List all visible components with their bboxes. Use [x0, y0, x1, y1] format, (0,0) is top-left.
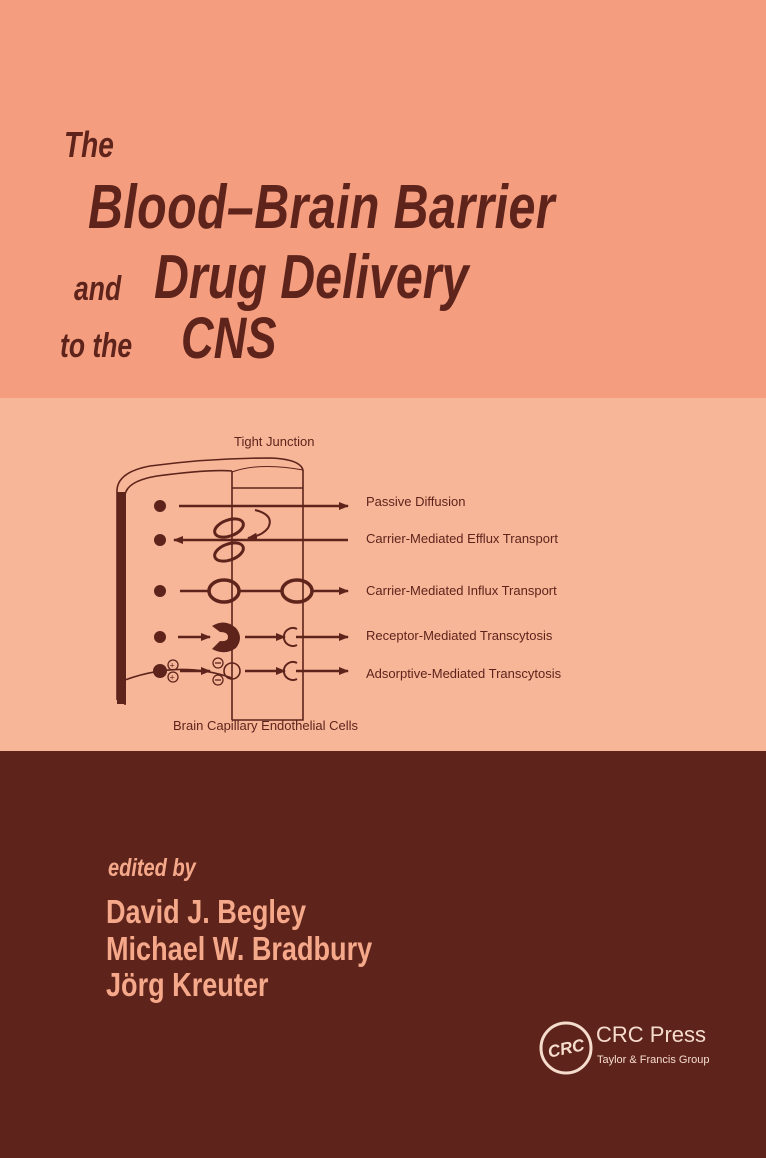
editor-name: Michael W. Bradbury: [106, 930, 373, 967]
mechanism-label: Carrier-Mediated Influx Transport: [366, 583, 557, 598]
title-line-the: The: [64, 124, 114, 165]
svg-text:CRC: CRC: [546, 1035, 587, 1061]
title-line-blood-brain-barrier: Blood–Brain Barrier: [88, 173, 555, 242]
endothelial-cells-label: Brain Capillary Endothelial Cells: [173, 718, 358, 733]
svg-text:+: +: [170, 661, 175, 671]
diagram-band: [0, 398, 766, 751]
publisher-group: Taylor & Francis Group: [597, 1054, 710, 1066]
title-word-to-the: to the: [60, 327, 133, 365]
svg-text:+: +: [170, 673, 175, 683]
edited-by-label: edited by: [108, 854, 196, 882]
crc-logo-icon: CRC: [538, 1020, 594, 1081]
title-line-drug-delivery: Drug Delivery: [154, 243, 469, 312]
tight-junction-label: Tight Junction: [234, 434, 315, 449]
publisher-name: CRC Press: [596, 1022, 707, 1047]
editor-name: Jörg Kreuter: [106, 966, 269, 1003]
mechanism-label: Adsorptive-Mediated Transcytosis: [366, 666, 562, 681]
title-word-and: and: [74, 270, 122, 308]
title-line-cns: CNS: [181, 306, 277, 371]
editors-band: [0, 751, 766, 1158]
mechanism-label: Carrier-Mediated Efflux Transport: [366, 531, 558, 546]
capillary-cell-illustration: + +: [116, 457, 349, 721]
title-band: [0, 0, 766, 398]
mechanism-label: Passive Diffusion: [366, 494, 466, 509]
mechanism-label: Receptor-Mediated Transcytosis: [366, 628, 553, 643]
bbb-transport-diagram: + + Tight Junction Passive Diffusion Car…: [0, 398, 766, 751]
editor-name: David J. Begley: [106, 893, 307, 930]
